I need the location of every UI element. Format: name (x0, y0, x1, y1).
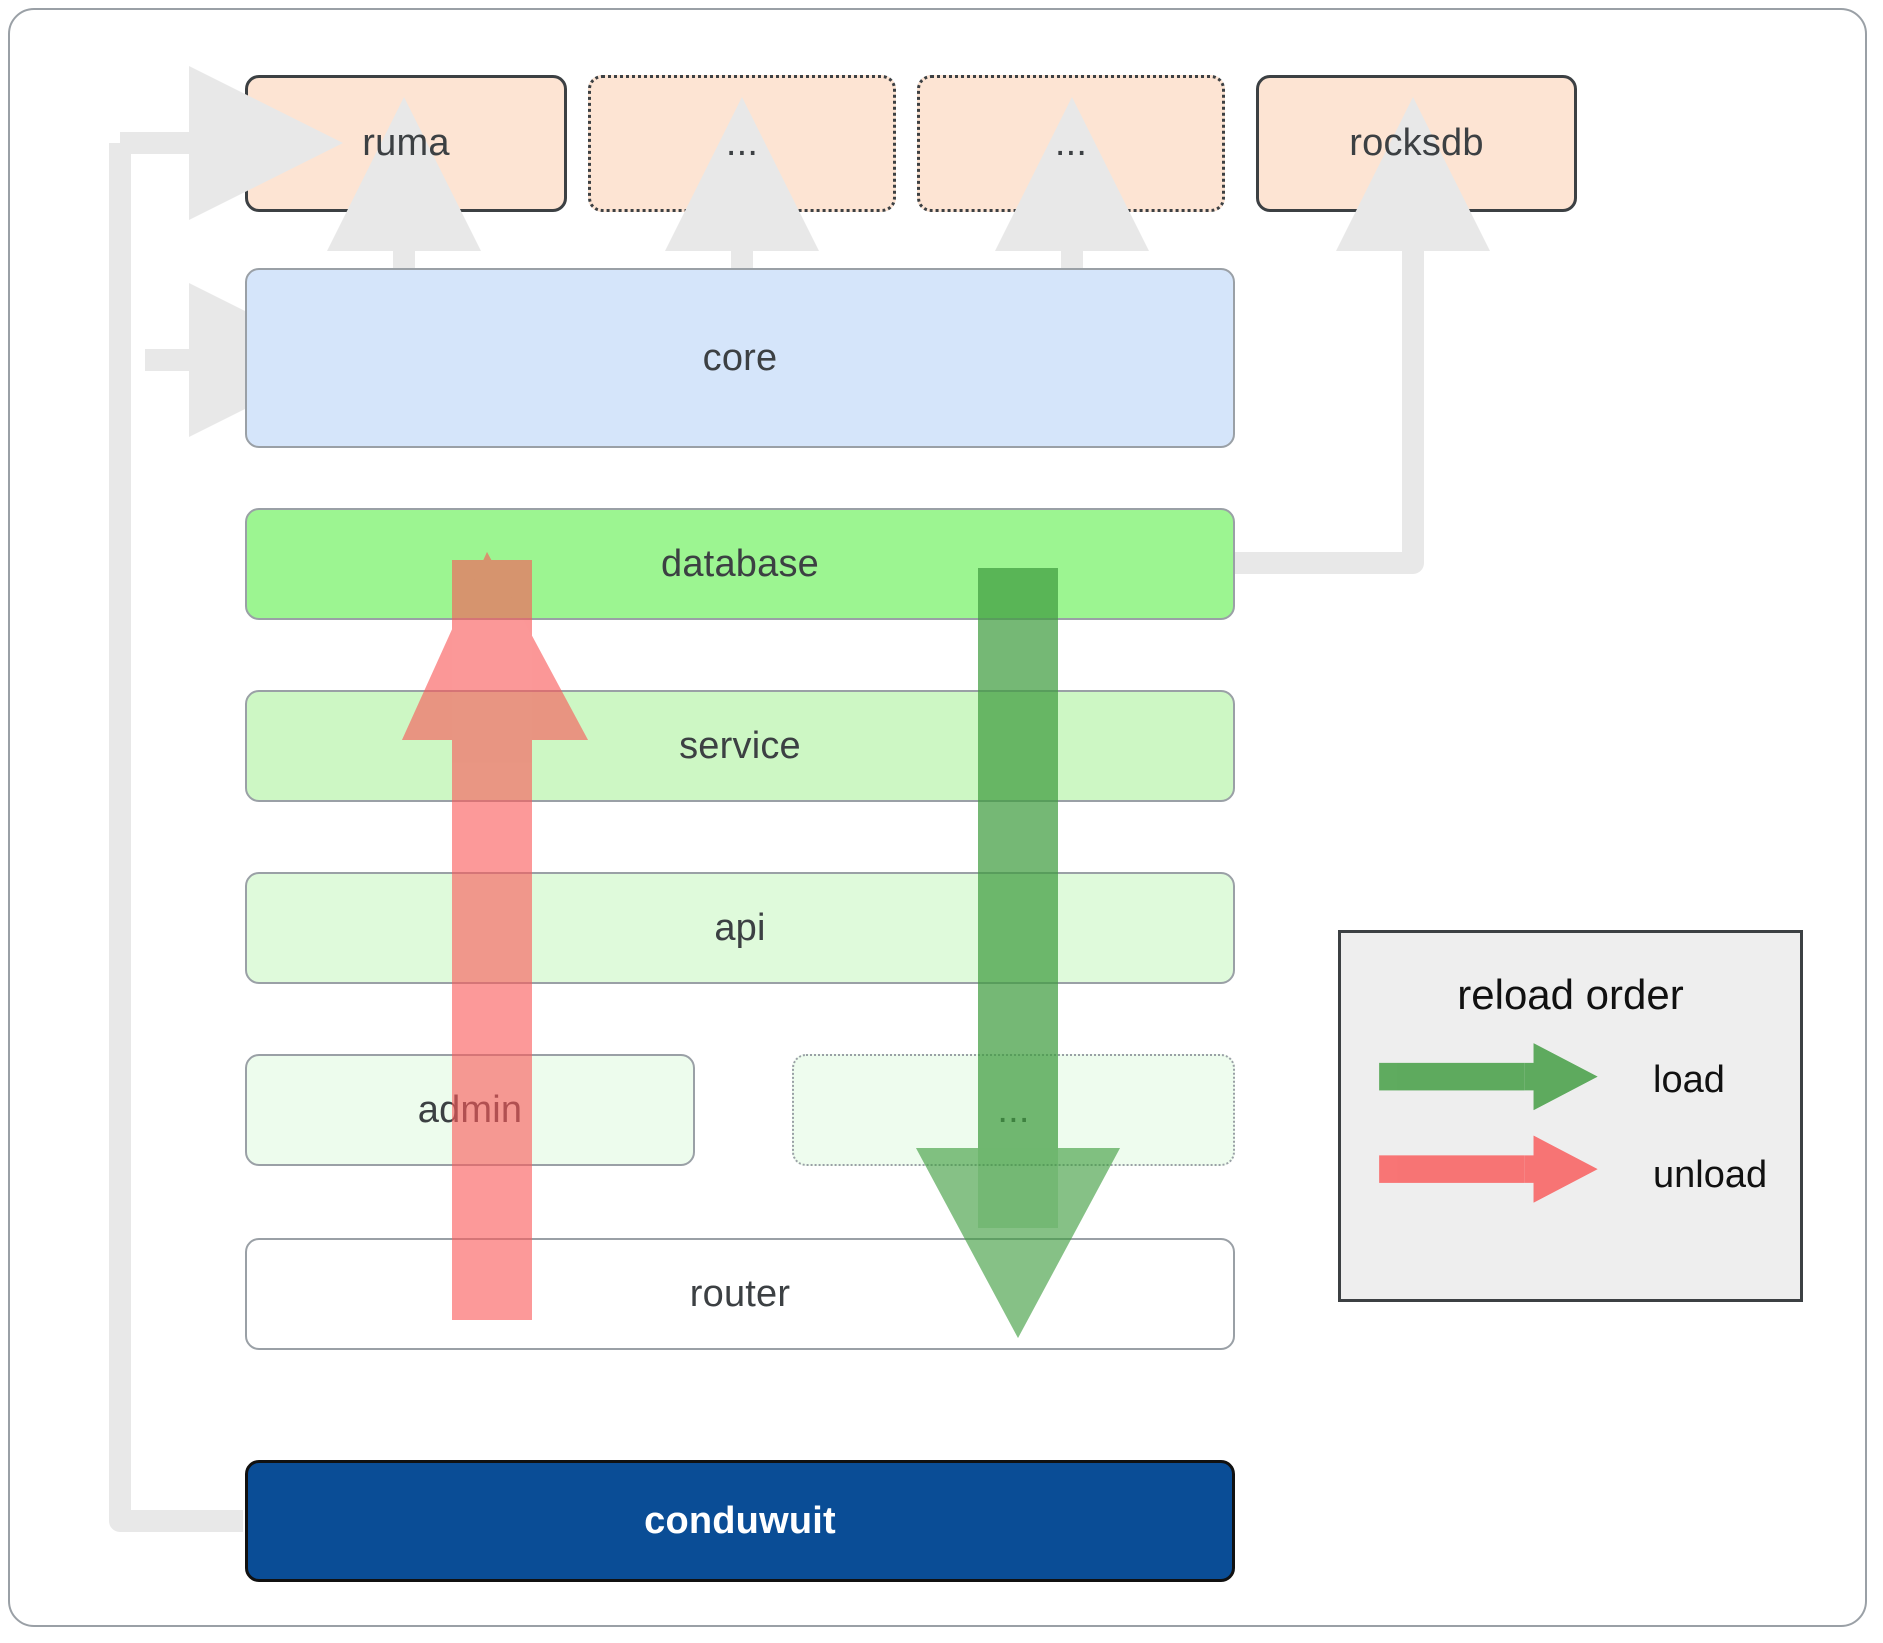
dependency-label-ruma: ruma (362, 122, 450, 164)
legend-label-load: load (1653, 1059, 1725, 1101)
dependency-box-rocksdb[interactable]: rocksdb (1256, 75, 1577, 212)
layer-label-database: database (661, 542, 819, 585)
dependency-label-ellipsis-2: ... (1054, 122, 1088, 164)
legend-arrow-graphics (1379, 1043, 1598, 1203)
layer-box-core[interactable]: core (245, 268, 1235, 448)
layer-label-service: service (679, 724, 801, 767)
legend-label-unload: unload (1653, 1154, 1768, 1196)
layer-label-router: router (689, 1272, 791, 1315)
dependency-box-ruma[interactable]: ruma (245, 75, 567, 212)
layer-box-more[interactable]: ... (792, 1054, 1235, 1166)
legend-load-arrow-icon (1379, 1043, 1598, 1111)
dependency-label-ellipsis-1: ... (725, 122, 759, 164)
layer-label-core: core (702, 336, 778, 379)
legend-panel: reload order load unload (1338, 930, 1803, 1302)
layer-label-api: api (714, 906, 766, 949)
legend-title: reload order (1457, 971, 1684, 1018)
layer-box-api[interactable]: api (245, 872, 1235, 984)
layer-box-router[interactable]: router (245, 1238, 1235, 1350)
dependency-label-rocksdb: rocksdb (1349, 122, 1484, 164)
layer-box-admin[interactable]: admin (245, 1054, 695, 1166)
layer-box-service[interactable]: service (245, 690, 1235, 802)
layer-label-more: ... (997, 1088, 1030, 1131)
legend-unload-arrow-icon (1379, 1135, 1598, 1203)
root-label-conduwuit: conduwuit (644, 1499, 836, 1542)
dependency-box-ellipsis-2[interactable]: ... (917, 75, 1225, 212)
dependency-box-ellipsis-1[interactable]: ... (588, 75, 896, 212)
root-box-conduwuit[interactable]: conduwuit (245, 1460, 1235, 1582)
layer-box-database[interactable]: database (245, 508, 1235, 620)
layer-label-admin: admin (417, 1088, 523, 1131)
diagram-frame (8, 8, 1867, 1627)
